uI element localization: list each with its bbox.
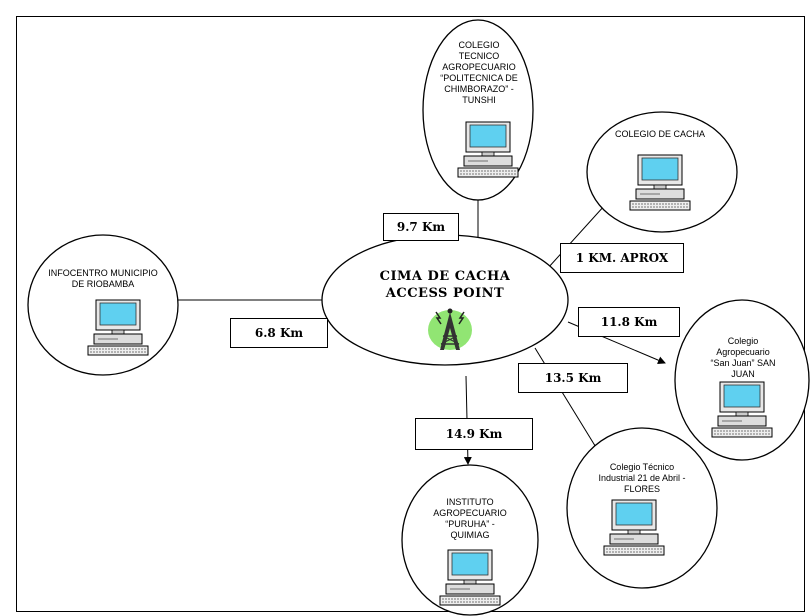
access-point-line2: ACCESS POINT (385, 286, 505, 301)
access-point-line1: CIMA DE CACHA (379, 269, 511, 284)
antenna-tower-icon (428, 308, 472, 350)
node-label-flores: Colegio Técnico Industrial 21 de Abril -… (598, 462, 686, 494)
node-ellipse-sanjuan (674, 299, 810, 461)
distance-tunshi: 9.7 Km (383, 213, 459, 241)
node-label-sanjuan: Colegio Agropecuario “San Juan” SAN JUAN (710, 336, 776, 379)
distance-cacha: 1 KM. APROX (560, 243, 684, 273)
computer-icon-riobamba (87, 299, 149, 356)
node-label-cacha: COLEGIO DE CACHA (614, 129, 706, 139)
node-ellipse-quimiag (401, 464, 539, 616)
link-cacha (547, 204, 606, 269)
distance-quimiag: 14.9 Km (415, 418, 533, 450)
computer-icon-cacha (629, 154, 691, 211)
computer-icon-quimiag (439, 549, 501, 606)
diagram-frame (16, 16, 805, 612)
node-label-riobamba: INFOCENTRO MUNICIPIO DE RIOBAMBA (48, 268, 158, 289)
computer-icon-flores (603, 499, 665, 556)
node-ellipse-tunshi (422, 19, 534, 201)
distance-riobamba: 6.8 Km (230, 318, 328, 348)
node-label-tunshi: COLEGIO TECNICO AGROPECUARIO “POLITECNIC… (440, 40, 518, 105)
node-label-quimiag: INSTITUTO AGROPECUARIO “PURUHA” - QUIMIA… (433, 497, 507, 540)
distance-sanjuan: 11.8 Km (578, 307, 680, 337)
computer-icon-tunshi (457, 121, 519, 178)
access-point-label: CIMA DE CACHA ACCESS POINT (355, 268, 535, 302)
distance-flores: 13.5 Km (518, 363, 628, 393)
computer-icon-sanjuan (711, 381, 773, 438)
